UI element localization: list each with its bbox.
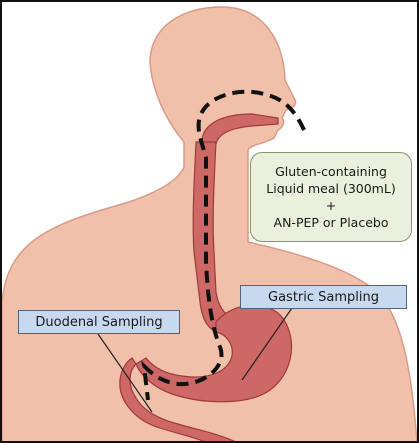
meal-line-3: +	[326, 197, 336, 214]
meal-line-2: Liquid meal (300mL)	[266, 180, 395, 197]
meal-description-box: Gluten-containing Liquid meal (300mL) + …	[250, 152, 412, 242]
meal-line-1: Gluten-containing	[275, 163, 387, 180]
duodenal-sampling-label: Duodenal Sampling	[18, 310, 180, 334]
meal-line-4: AN-PEP or Placebo	[274, 214, 389, 231]
gastric-sampling-label: Gastric Sampling	[240, 285, 407, 309]
